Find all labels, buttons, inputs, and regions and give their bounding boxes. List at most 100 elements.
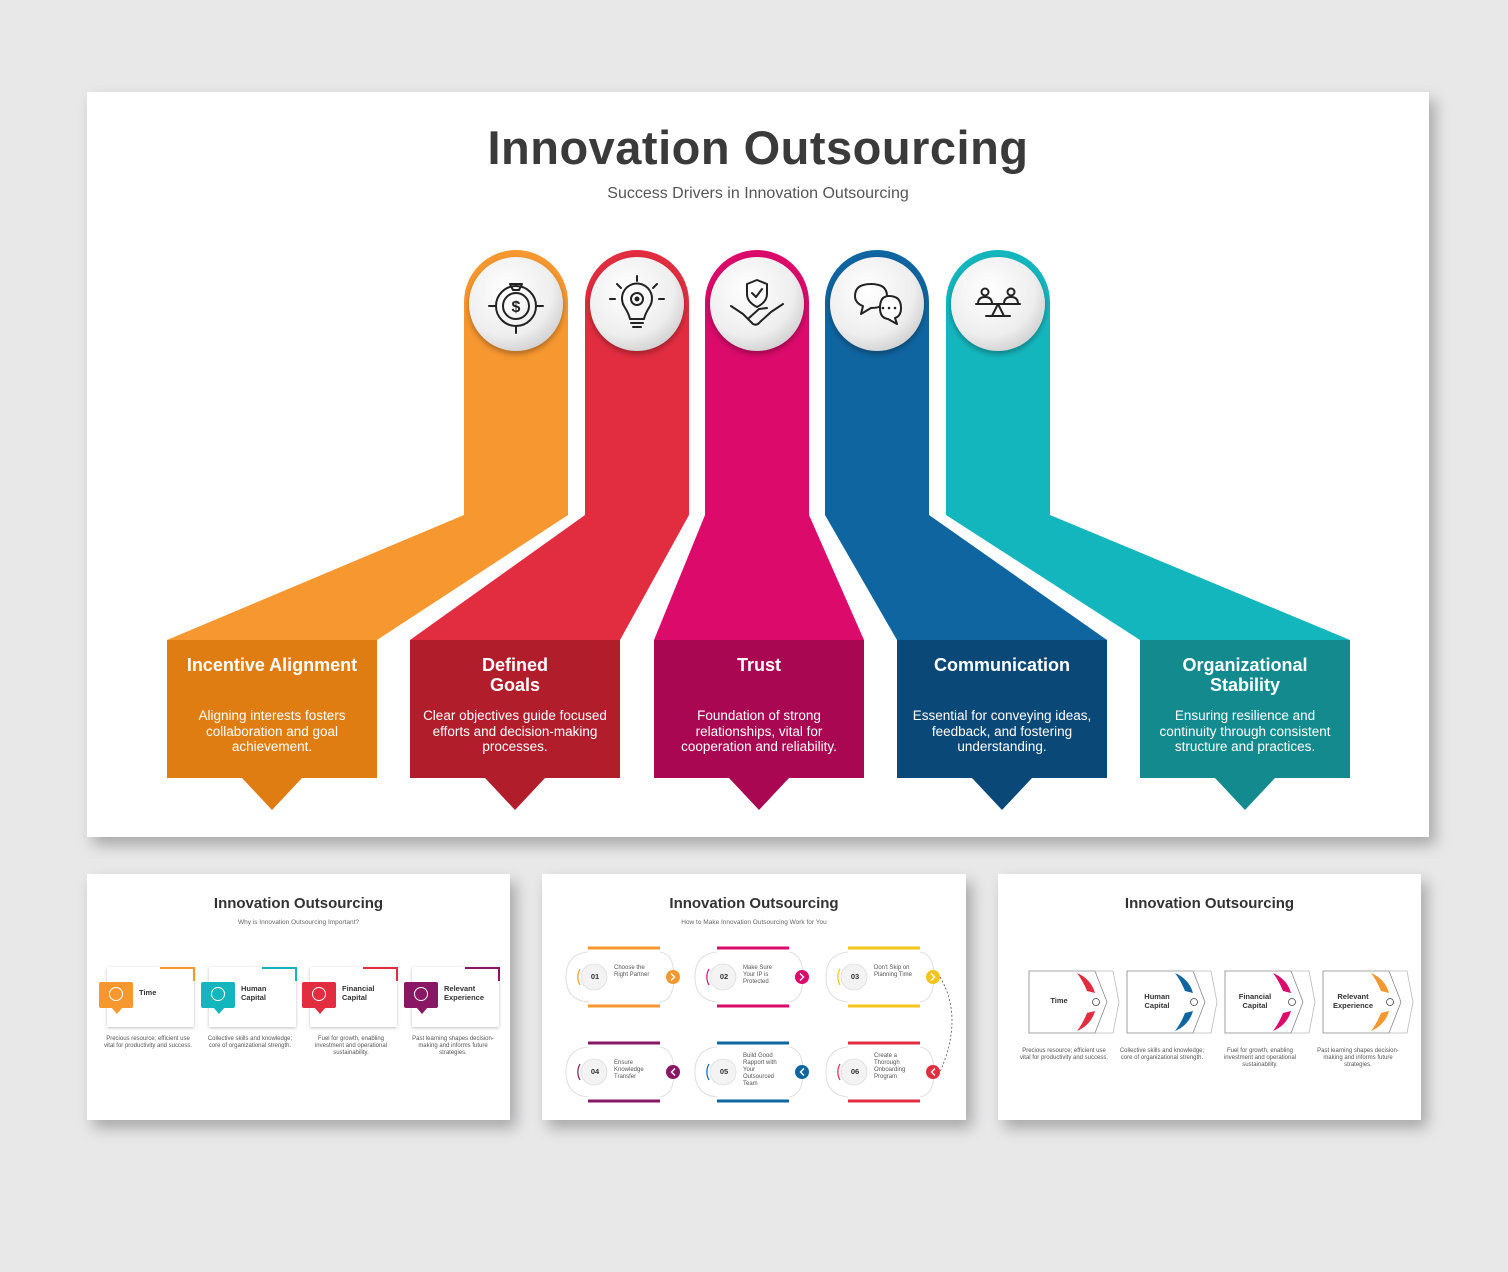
- lightbulb-target-icon: [609, 275, 665, 328]
- thumb1-accent-side-1: [193, 967, 195, 981]
- step-number-disc: [840, 963, 868, 991]
- step-label-6: Create a Thorough Onboarding Program: [874, 1053, 906, 1080]
- thumb1-icon-2: [211, 987, 225, 1001]
- step-number-disc: [580, 963, 608, 991]
- thumb1-icon-3: [312, 987, 326, 1001]
- thumb1-accent-1: [160, 967, 193, 969]
- thumb1-badge-pointer-2: [213, 1007, 225, 1014]
- thumb3-label-3: Financial Capital: [1238, 992, 1272, 1010]
- thumb1-title: Innovation Outsourcing: [213, 895, 384, 912]
- card-2: [410, 640, 620, 778]
- card-pointer-2: [485, 778, 545, 810]
- card-desc-3: Foundation of strong relationships, vita…: [681, 708, 837, 754]
- card-desc-4: Essential for conveying ideas, feedback,…: [912, 708, 1092, 754]
- ribbon-3: [654, 250, 864, 640]
- thumb3-label-4: Relevant Experience: [1332, 992, 1374, 1010]
- card-title-1: Incentive Alignment: [186, 655, 358, 675]
- connector-dashed: [939, 976, 953, 1073]
- card-pointer-1: [242, 778, 302, 810]
- step-number-disc: [580, 1058, 608, 1086]
- step-number-disc: [709, 1058, 737, 1086]
- step-label-2: Make Sure Your IP is Protected: [743, 965, 773, 985]
- thumb1-desc-3: Fuel for growth, enabling investment and…: [314, 1036, 388, 1056]
- thumb1-label-2: Human Capital: [241, 984, 267, 1002]
- card-title-2: Defined Goals: [481, 655, 548, 695]
- thumb3-accent-bottom-4: [1371, 1011, 1389, 1031]
- thumb1-label-4: Relevant Experience: [444, 984, 485, 1002]
- thumb3-desc-4: Past learning shapes decision-making and…: [1317, 1048, 1399, 1068]
- thumb1-accent-side-4: [498, 967, 500, 981]
- thumb1-desc-4: Past learning shapes decision-making and…: [412, 1036, 494, 1056]
- thumb1-accent-3: [363, 967, 396, 969]
- card-desc-1: Aligning interests fosters collaboration…: [198, 708, 346, 754]
- icon-disc-1: [469, 257, 563, 351]
- card-pointer-3: [729, 778, 789, 810]
- svg-text:$: $: [512, 299, 521, 316]
- thumb1-icon-4: [414, 987, 428, 1001]
- thumb3-icon-2: [1190, 998, 1198, 1006]
- step-number-disc: [709, 963, 737, 991]
- step-arrow-6: [926, 1065, 940, 1079]
- thumb3-desc-2: Collective skills and knowledge; core of…: [1119, 1048, 1205, 1061]
- thumb3-accent-top-1: [1077, 973, 1095, 993]
- thumb1-accent-side-3: [396, 967, 398, 981]
- thumb3-title: Innovation Outsourcing: [1124, 895, 1295, 912]
- chat-bubbles-icon: [854, 283, 902, 325]
- step-label-4: Ensure Knowledge Transfer: [614, 1060, 644, 1080]
- thumb3-label-1: Time: [1050, 996, 1068, 1005]
- ribbon-1: [167, 250, 568, 640]
- thumb3-icon-4: [1386, 998, 1394, 1006]
- step-number-1: 01: [590, 972, 600, 981]
- step-number-2: 02: [719, 972, 729, 981]
- thumbnail-slide-1[interactable]: Innovation Outsourcing Why is Innovation…: [87, 874, 510, 1120]
- steps-diagram: [565, 946, 953, 1103]
- thumb3-desc-3: Fuel for growth, enabling investment and…: [1223, 1048, 1297, 1068]
- ribbon-diagram: $: [167, 250, 1350, 810]
- arrow-cards-diagram: [1028, 970, 1414, 1034]
- thumb3-accent-top-2: [1175, 973, 1193, 993]
- thumb2-subtitle: How to Make Innovation Outsourcing Work …: [681, 919, 827, 926]
- thumb3-accent-top-4: [1371, 973, 1389, 993]
- step-number-5: 05: [719, 1067, 729, 1076]
- thumb3-desc-1: Precious resource; efficient use vital f…: [1019, 1048, 1109, 1061]
- step-arrow-4: [666, 1065, 680, 1079]
- thumb1-accent-2: [262, 967, 295, 969]
- thumb1-desc-1: Precious resource; efficient use vital f…: [103, 1036, 193, 1049]
- thumb1-label-3: Financial Capital: [342, 984, 375, 1002]
- step-number-4: 04: [590, 1067, 600, 1076]
- step-arrow-2: [795, 970, 809, 984]
- card-3: [654, 640, 864, 778]
- thumb1-desc-2: Collective skills and knowledge; core of…: [207, 1036, 293, 1049]
- thumb1-accent-4: [465, 967, 498, 969]
- handshake-shield-icon: [730, 279, 784, 326]
- step-arrow-5: [795, 1065, 809, 1079]
- step-number-3: 03: [850, 972, 860, 981]
- card-4: [897, 640, 1107, 778]
- card-pointer-4: [972, 778, 1032, 810]
- step-label-3: Don't Skip on Planning Time: [874, 965, 913, 978]
- thumb3-accent-bottom-1: [1077, 1011, 1095, 1031]
- step-arrow-1: [666, 970, 680, 984]
- ribbon-4: [825, 250, 1107, 640]
- card-title-4: Communication: [933, 655, 1070, 675]
- page-subtitle: Success Drivers in Innovation Outsourcin…: [607, 185, 909, 202]
- card-title-3: Trust: [736, 655, 781, 675]
- ribbon-5: [946, 250, 1350, 640]
- step-label-1: Choose the Right Partner: [614, 965, 650, 978]
- card-5: [1140, 640, 1350, 778]
- card-title-5: Organizational Stability: [1182, 655, 1308, 695]
- thumb3-accent-bottom-3: [1273, 1011, 1291, 1031]
- thumb1-label-1: Time: [139, 988, 157, 997]
- thumb3-icon-3: [1288, 998, 1296, 1006]
- step-arrow-3: [926, 970, 940, 984]
- thumb1-accent-side-2: [295, 967, 297, 981]
- step-number-disc: [840, 1058, 868, 1086]
- step-label-5: Build Good Rapport with Your Outsourced …: [743, 1053, 777, 1087]
- main-slide[interactable]: Innovation Outsourcing Success Drivers i…: [87, 92, 1429, 837]
- step-number-6: 06: [850, 1067, 860, 1076]
- card-pointer-5: [1215, 778, 1275, 810]
- thumb3-icon-1: [1092, 998, 1100, 1006]
- thumbnail-slide-2[interactable]: Innovation Outsourcing How to Make Innov…: [542, 874, 966, 1120]
- balance-people-icon: [975, 287, 1021, 317]
